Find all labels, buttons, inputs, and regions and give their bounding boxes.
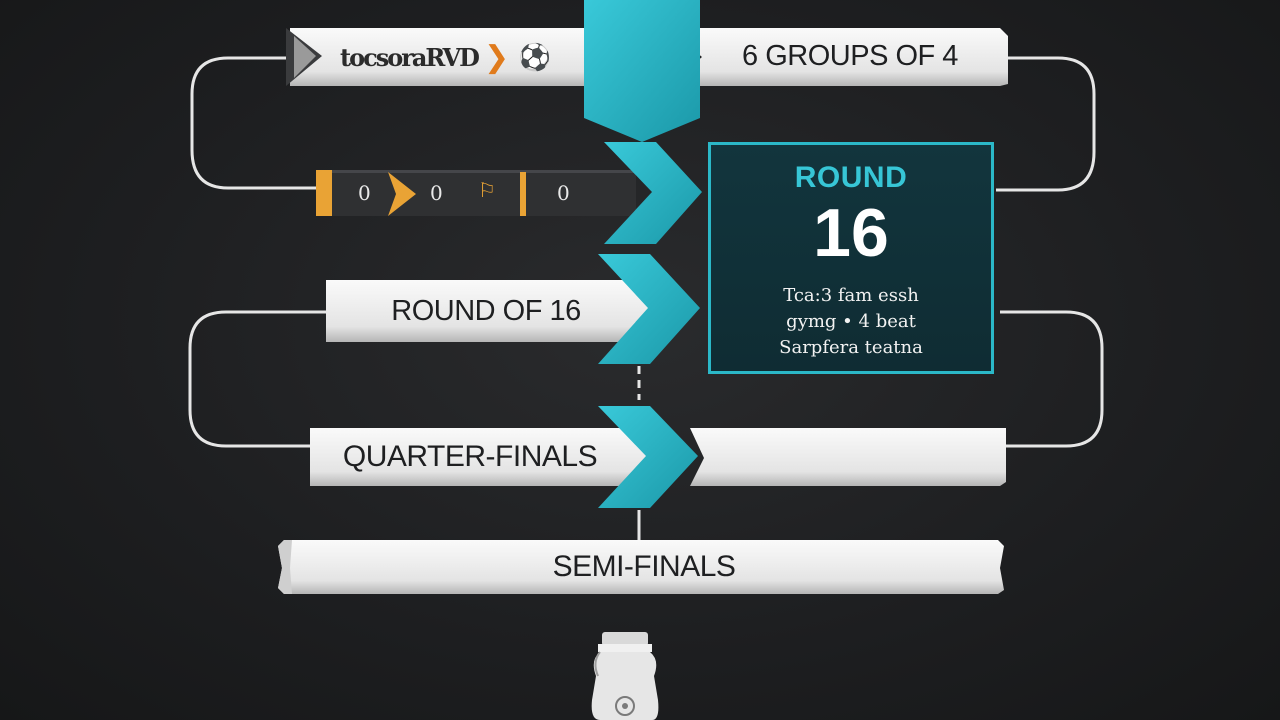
groups-banner: 6 GROUPS OF 4 (700, 28, 1000, 84)
groups-banner-shape (668, 28, 1008, 86)
info-box-line-2: gymg • 4 beat (786, 311, 916, 332)
boot-icon: ⚐ (478, 180, 496, 202)
round-of-16-label: ROUND OF 16 (391, 294, 581, 327)
connector-left-top (190, 56, 316, 190)
info-box-line-3: Sarpfera teatna (779, 337, 923, 358)
semi-finals-banner-shape (278, 540, 1004, 594)
semi-finals-banner: SEMI-FINALS (284, 540, 1004, 594)
orange-arrow-icon: ❯ (483, 40, 509, 74)
semi-finals-label: SEMI-FINALS (552, 550, 736, 583)
teal-top-block (584, 0, 700, 142)
strip-item-1: 0 (358, 181, 371, 205)
groups-banner-label: 6 GROUPS OF 4 (742, 39, 958, 72)
round-of-16-banner-shape (326, 280, 660, 342)
connector-right-bottom (1000, 310, 1104, 448)
teal-chevron-1 (604, 142, 702, 244)
round-of-16-banner: ROUND OF 16 (326, 282, 646, 340)
quarter-finals-banner: QUARTER-FINALS (310, 428, 630, 486)
trophy-icon (591, 632, 659, 720)
strip-shape (316, 170, 636, 216)
top-left-banner: tocsoraRVD ❯ ⚽ (340, 30, 560, 84)
info-box-number: 16 (813, 195, 889, 271)
connector-left-bottom (188, 310, 326, 448)
quarter-finals-banner-shape (310, 428, 1006, 486)
info-box-line-1: Tca:3 fam essh (783, 285, 919, 306)
info-box-lines: Tca:3 fam essh gymg • 4 beat Sarpfera te… (711, 283, 991, 361)
teal-chevron-2 (598, 254, 700, 364)
strip-item-2: 0 (430, 181, 443, 205)
strip-item-3: 0 (557, 181, 570, 205)
top-left-banner-shape (286, 28, 636, 86)
info-box-title: ROUND (794, 161, 908, 194)
teal-chevrons (584, 0, 702, 508)
connector-right-top (996, 56, 1096, 192)
top-left-banner-label: tocsoraRVD (340, 42, 480, 72)
round-info-box: ROUND 16 Tca:3 fam essh gymg • 4 beat Sa… (708, 142, 994, 374)
quarter-finals-label: QUARTER-FINALS (342, 440, 598, 473)
soccer-ball-icon: ⚽ (518, 41, 551, 72)
teal-chevron-3 (598, 406, 698, 508)
